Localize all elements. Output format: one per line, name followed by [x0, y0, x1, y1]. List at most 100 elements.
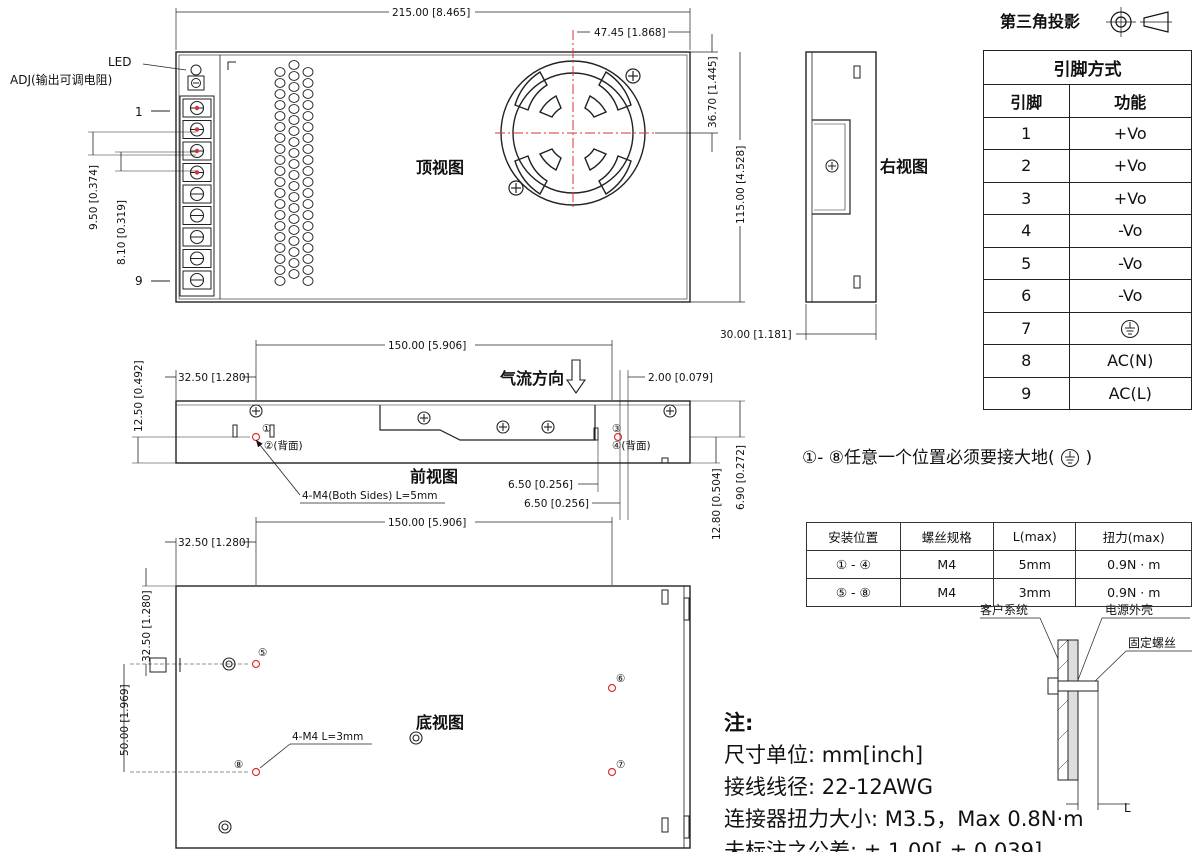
vent-hole [302, 78, 314, 88]
adj-potentiometer-icon [187, 75, 205, 91]
front-view-title: 前视图 [410, 467, 458, 486]
projection-label: 第三角投影 [1000, 12, 1080, 31]
dim-front-h: 12.50 [0.492] [133, 360, 145, 432]
dim-front-b: 6.50 [0.256] [524, 498, 589, 510]
vent-hole [288, 137, 300, 147]
adj-label: ADJ(输出可调电阻) [10, 72, 112, 87]
dim-pitch: 9.50 [0.374] [88, 165, 100, 230]
dim-bottom-left: 32.50 [1.280] [178, 537, 250, 549]
vent-hole [288, 126, 300, 136]
vent-hole [302, 232, 314, 242]
terminal-screw-icon [182, 163, 212, 182]
vent-hole [288, 258, 300, 268]
mount-header: 螺丝规格 [899, 522, 995, 551]
install-screw-label: 固定螺丝 [1128, 635, 1176, 650]
terminal-screw-icon [182, 141, 212, 161]
vent-hole [274, 133, 286, 143]
note-line-2: 接线线径: 22-12AWG [724, 775, 933, 799]
mounting-table: 安装位置 螺丝规格 L(max) 扭力(max) ① - ④ M4 5mm 0.… [806, 522, 1192, 607]
vent-hole [274, 89, 286, 99]
vent-hole [274, 78, 286, 88]
pin-9-label: 9 [135, 274, 143, 288]
note-line-1: 尺寸单位: mm[inch] [724, 743, 923, 767]
vent-hole [302, 177, 314, 187]
callout-4: ④(背面) [612, 439, 651, 452]
pin-cell: 7 [983, 311, 1070, 345]
pin-function-table: 引脚方式 引脚 功能 1+Vo 2+Vo 3+Vo 4-Vo 5-Vo 6-Vo… [983, 50, 1192, 410]
vent-hole [288, 60, 300, 70]
vent-hole [288, 104, 300, 114]
func-cell: -Vo [1068, 246, 1192, 280]
vent-hole [288, 115, 300, 125]
vent-hole [302, 166, 314, 176]
pin-cell: 9 [983, 376, 1070, 410]
terminal-screw-icon [182, 98, 212, 118]
terminal-screw-icon [182, 270, 212, 290]
mount-cell: 5mm [993, 550, 1077, 579]
vent-hole [274, 276, 286, 286]
vent-hole [302, 100, 314, 110]
terminal-screw-icon [182, 227, 212, 247]
pin-table-title: 引脚方式 [983, 50, 1192, 85]
vent-hole [302, 199, 314, 209]
dim-fan-offset: 47.45 [1.868] [594, 27, 666, 39]
pin-1-label: 1 [135, 105, 143, 119]
vent-hole [274, 67, 286, 77]
vent-hole [302, 243, 314, 253]
pin-cell: 8 [983, 344, 1070, 378]
vent-hole [302, 67, 314, 77]
vent-hole [274, 254, 286, 264]
install-shell-label: 电源外壳 [1105, 603, 1153, 617]
bottom-view-title: 底视图 [416, 713, 464, 732]
vent-hole [274, 243, 286, 253]
dim-front-left: 32.50 [1.280] [178, 372, 250, 384]
func-cell: AC(N) [1068, 344, 1192, 378]
pin-table-header-pin: 引脚 [983, 84, 1070, 118]
vent-hole [274, 155, 286, 165]
pin-table-header-func: 功能 [1068, 84, 1192, 118]
mount-cell: M4 [899, 578, 995, 607]
vent-hole [288, 192, 300, 202]
callout-2: ②(背面) [264, 439, 303, 452]
dim-bottom-span: 150.00 [5.906] [388, 517, 466, 529]
vent-hole [274, 111, 286, 121]
func-cell: -Vo [1068, 279, 1192, 313]
pin-cell: 4 [983, 214, 1070, 248]
vent-hole [288, 82, 300, 92]
vent-hole [288, 236, 300, 246]
vent-hole [274, 166, 286, 176]
pin-cell: 6 [983, 279, 1070, 313]
terminal-screw-icon [182, 120, 212, 139]
func-cell: +Vo [1068, 116, 1192, 150]
callout-7: ⑦ [616, 759, 625, 771]
vent-hole [274, 210, 286, 220]
note-line-4: 未标注之公差: ± 1.00[ ± 0.039] [724, 839, 1042, 852]
vent-hole [288, 170, 300, 180]
vent-hole [274, 265, 286, 275]
vent-hole [302, 133, 314, 143]
pin-cell: 3 [983, 181, 1070, 215]
screw-spec-bottom: 4-M4 L=3mm [292, 731, 363, 743]
vent-hole [302, 210, 314, 220]
func-cell: +Vo [1068, 181, 1192, 215]
mount-cell: ⑤ - ⑧ [806, 578, 901, 607]
install-l-label: L [1124, 801, 1131, 815]
vent-hole [302, 276, 314, 286]
notes: 注: 尺寸单位: mm[inch] 接线线径: 22-12AWG 连接器扭力大小… [724, 711, 1084, 852]
vent-hole [274, 177, 286, 187]
vent-hole [288, 269, 300, 279]
callout-6: ⑥ [616, 673, 625, 685]
func-cell: +Vo [1068, 149, 1192, 183]
mount-header: 扭力(max) [1075, 522, 1192, 551]
func-cell-ground [1068, 311, 1192, 345]
callout-1: ① [262, 423, 271, 435]
mount-cell: 0.9N · m [1075, 550, 1192, 579]
ground-note-close: ) [1085, 448, 1093, 468]
dim-front-a: 6.50 [0.256] [508, 479, 573, 491]
callout-3: ③ [612, 423, 621, 435]
terminal-screw-icon [182, 206, 212, 225]
vent-hole [288, 203, 300, 213]
terminal-screw-icon [182, 249, 212, 268]
vent-hole [302, 254, 314, 264]
mount-header: 安装位置 [806, 522, 901, 551]
